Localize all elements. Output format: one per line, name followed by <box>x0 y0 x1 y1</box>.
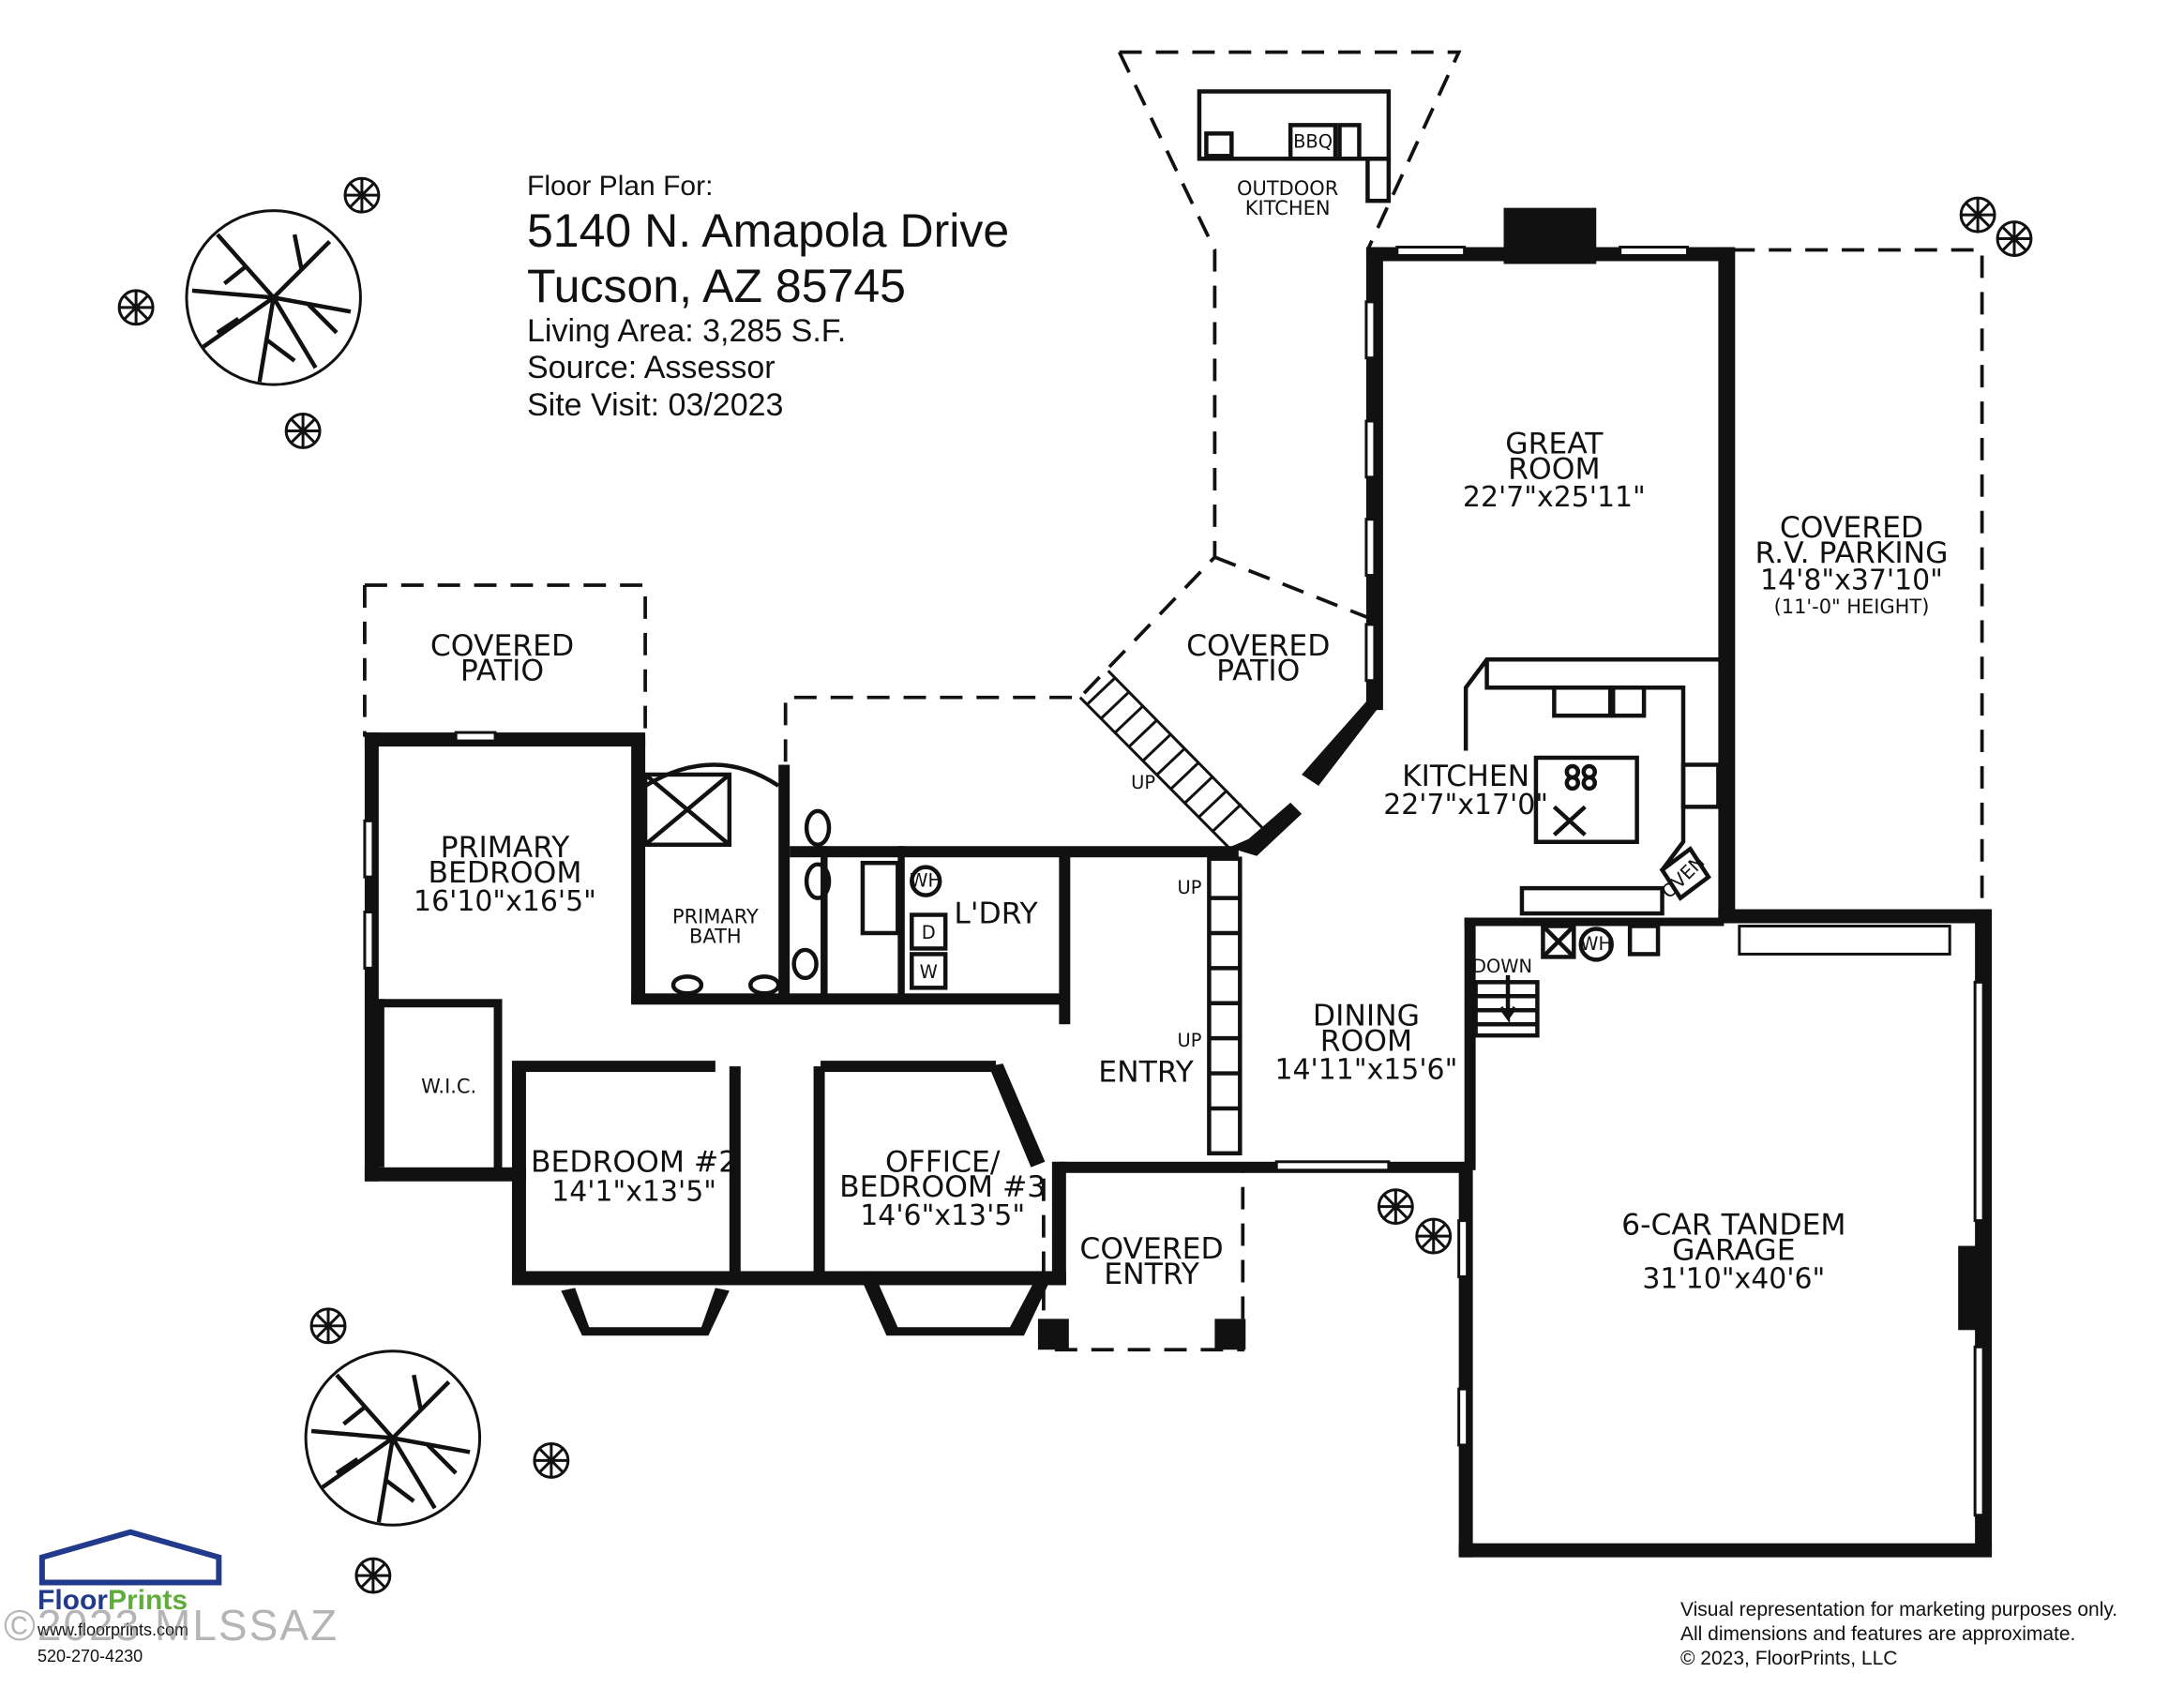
disclaimer-line-3: © 2023, FloorPrints, LLC <box>1680 1648 1898 1669</box>
covered-entry-label-1: COVERED <box>1079 1232 1223 1266</box>
rv-parking-label-1: COVERED <box>1780 511 1923 545</box>
garage-utility-fixtures <box>1541 924 1661 962</box>
washer-label: W <box>920 961 938 983</box>
plan-header: Floor Plan For: 5140 N. Amapola Drive Tu… <box>527 171 1009 423</box>
garage-label-1: 6-CAR TANDEM <box>1621 1209 1845 1243</box>
shrub-icon <box>117 289 155 326</box>
garage-label-2: GARAGE <box>1672 1234 1795 1268</box>
brand-name-b: Prints <box>108 1585 188 1616</box>
garage-door-pier <box>1958 1245 1990 1331</box>
outdoor-kitchen-counter <box>1197 89 1392 203</box>
dining-room-dim: 14'11"x15'6" <box>1275 1054 1458 1087</box>
source: Source: Assessor <box>527 350 776 386</box>
kitchen-dim: 22'7"x17'0" <box>1383 789 1548 821</box>
rv-parking-outline <box>1732 248 1984 912</box>
primary-bedroom-label-2: BEDROOM <box>429 856 582 890</box>
bbq-label: BBQ <box>1293 130 1333 152</box>
stairs-up-label-1: UP <box>1131 772 1155 793</box>
wic-label: W.I.C. <box>421 1076 476 1098</box>
outdoor-kitchen-label-1: OUTDOOR <box>1237 177 1338 200</box>
shrub-icon <box>343 176 381 214</box>
great-room-label-2: ROOM <box>1508 452 1600 486</box>
bedroom2-dim: 14'1"x13'5" <box>551 1176 716 1209</box>
shrub-icon <box>354 1557 392 1594</box>
covered-patio-left-label-2: PATIO <box>460 655 544 688</box>
stairs-patio <box>1078 670 1264 849</box>
dryer-label: D <box>922 922 936 943</box>
laundry-label: L'DRY <box>954 897 1038 931</box>
brand-phone: 520-270-4230 <box>38 1647 143 1665</box>
windows <box>363 246 1985 1517</box>
brand-name: FloorPrints <box>38 1585 188 1617</box>
dining-room-label-1: DINING <box>1313 1000 1420 1033</box>
stairs-down-label: DOWN <box>1472 956 1532 977</box>
tree-icon <box>304 1349 482 1527</box>
header-prefix: Floor Plan For: <box>527 171 714 202</box>
covered-patio-left-label-1: COVERED <box>430 629 574 663</box>
brand-website: www.floorprints.com <box>38 1620 189 1639</box>
covered-patio-left-outline <box>363 583 647 737</box>
angled-walls <box>561 701 1383 1350</box>
great-room-label-1: GREAT <box>1505 427 1604 460</box>
kitchen-fixtures <box>1463 657 1725 916</box>
shrub-icon <box>1377 1188 1414 1226</box>
outdoor-kitchen-outline <box>783 50 1462 769</box>
covered-patio-center-label-2: PATIO <box>1216 655 1300 688</box>
center-patio-outline <box>1213 555 1369 620</box>
covered-patio-center-label-1: COVERED <box>1186 629 1330 663</box>
primary-bath-label-2: BATH <box>689 925 742 947</box>
rv-parking-height: (11'-0" HEIGHT) <box>1774 595 1930 618</box>
stairs-up-label-2: UP <box>1177 877 1201 898</box>
primary-bedroom-label-1: PRIMARY <box>441 831 570 865</box>
floorprints-logo-icon <box>38 1529 222 1586</box>
disclaimer-line-1: Visual representation for marketing purp… <box>1680 1599 2118 1620</box>
shrub-icon <box>309 1307 347 1345</box>
shrub-icon <box>284 413 322 449</box>
tree-icon <box>185 209 362 386</box>
shrub-icon <box>1415 1217 1453 1255</box>
stairs-garage <box>1473 974 1540 1038</box>
bedroom2-label: BEDROOM #2 <box>531 1145 737 1179</box>
bath-fixtures <box>642 762 900 996</box>
kitchen-label: KITCHEN <box>1402 760 1529 793</box>
shrub-icon <box>1959 196 1996 234</box>
stairs-up-label-3: UP <box>1177 1030 1201 1051</box>
entry-label: ENTRY <box>1098 1056 1194 1090</box>
mls-watermark: ©2023 MLSSAZ <box>4 1601 339 1650</box>
site-visit: Site Visit: 03/2023 <box>527 386 784 423</box>
exterior-walls <box>364 207 1993 1558</box>
living-area: Living Area: 3,285 S.F. <box>527 313 847 349</box>
disclaimer: Visual representation for marketing purp… <box>1680 1598 2117 1671</box>
office-label-1: OFFICE/ <box>885 1145 1001 1179</box>
address-line-1: 5140 N. Amapola Drive <box>527 204 1010 257</box>
shrub-icon <box>533 1441 570 1479</box>
laundry-wh-label: WH <box>910 870 941 892</box>
great-room-dim: 22'7"x25'11" <box>1463 481 1646 514</box>
brand-name-a: Floor <box>38 1585 108 1616</box>
outdoor-kitchen-label-2: KITCHEN <box>1245 197 1331 219</box>
garage-wh-label: WH <box>1580 933 1612 955</box>
office-dim: 14'6"x13'5" <box>860 1199 1025 1232</box>
rv-parking-label-2: R.V. PARKING <box>1755 536 1948 570</box>
dining-room-label-2: ROOM <box>1320 1025 1412 1059</box>
laundry-fixtures <box>910 865 948 990</box>
address-line-2: Tucson, AZ 85745 <box>527 260 906 312</box>
rv-parking-dim: 14'8"x37'10" <box>1760 565 1943 597</box>
primary-bedroom-dim: 16'10"x16'5" <box>414 885 596 918</box>
stairs-entry <box>1207 856 1243 1156</box>
garage-dim: 31'10"x40'6" <box>1642 1262 1825 1295</box>
office-label-2: BEDROOM #3 <box>839 1170 1046 1204</box>
covered-entry-label-2: ENTRY <box>1104 1258 1199 1291</box>
covered-entry-outline <box>1042 1168 1245 1352</box>
disclaimer-line-2: All dimensions and features are approxim… <box>1680 1623 2076 1645</box>
shrub-icon <box>1996 220 2033 257</box>
primary-bath-label-1: PRIMARY <box>672 906 759 928</box>
